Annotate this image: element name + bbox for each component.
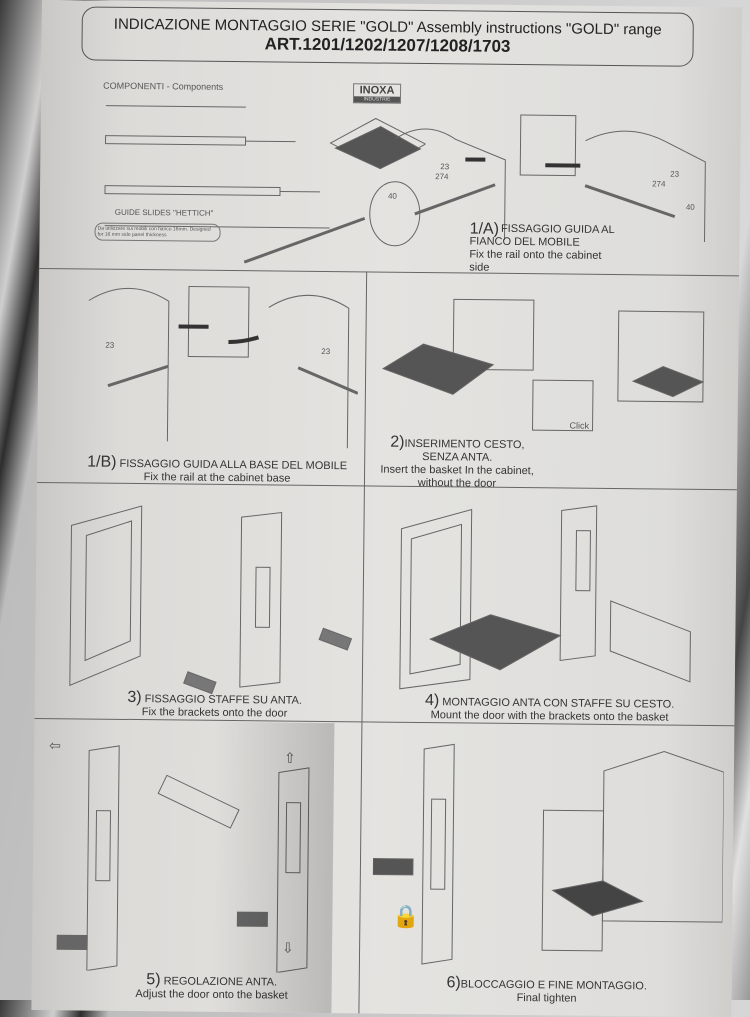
thickness-note: Da utilizzare sui mobili con fianco 16mm… — [94, 223, 220, 242]
step-1a-caption: 1/A)FISSAGGIO GUIDA AL FIANCO DEL MOBILE… — [469, 222, 620, 276]
click-label: Click — [570, 421, 590, 431]
dim-23: 23 — [670, 170, 679, 179]
components-title: COMPONENTI - Components — [103, 81, 223, 92]
divider — [358, 271, 367, 1017]
rail-drawing — [94, 96, 426, 269]
dim-23: 23 — [440, 162, 449, 171]
dim-40: 40 — [388, 192, 397, 201]
divider — [39, 268, 739, 276]
svg-text:⇦: ⇦ — [49, 738, 61, 754]
step-6-drawing: 🔒 — [372, 729, 725, 978]
step-3-drawing — [65, 495, 357, 698]
step-4-caption: 4) MONTAGGIO ANTA CON STAFFE SU CESTO.Mo… — [379, 694, 719, 726]
dim-23: 23 — [105, 341, 114, 350]
dim-274: 274 — [435, 172, 448, 181]
step-1b-drawing — [77, 280, 359, 453]
step-3-caption: 3) FISSAGGIO STAFFE SU ANTA.Fix the brac… — [74, 690, 354, 721]
step-5-caption: 5) REGOLAZIONE ANTA.Adjust the door onto… — [72, 972, 352, 1003]
dim-23: 23 — [321, 347, 330, 356]
dim-274: 274 — [652, 179, 665, 188]
slides-label: GUIDE SLIDES "HETTICH" — [115, 208, 214, 218]
dim-40: 40 — [686, 203, 695, 212]
step-2-caption: 2)INSERIMENTO CESTO, SENZA ANTA.Insert t… — [377, 436, 538, 492]
step-1b-caption: 1/B) FISSAGGIO GUIDA ALLA BASE DEL MOBIL… — [77, 455, 357, 486]
step-5-drawing: ⇦ ⇧ ⇩ — [47, 730, 354, 973]
header-box: INDICAZIONE MONTAGGIO SERIE "GOLD" Assem… — [81, 6, 694, 66]
step-4-drawing — [380, 499, 722, 698]
svg-text:⇧: ⇧ — [284, 751, 296, 767]
step-6-caption: 6)BLOCCAGGIO E FINE MONTAGGIO.Final tigh… — [377, 976, 717, 1008]
svg-text:⇩: ⇩ — [282, 941, 294, 957]
lock-icon: 🔒 — [392, 905, 420, 930]
step-2-drawing — [372, 278, 729, 437]
instruction-sheet: INDICAZIONE MONTAGGIO SERIE "GOLD" Assem… — [31, 0, 742, 1017]
